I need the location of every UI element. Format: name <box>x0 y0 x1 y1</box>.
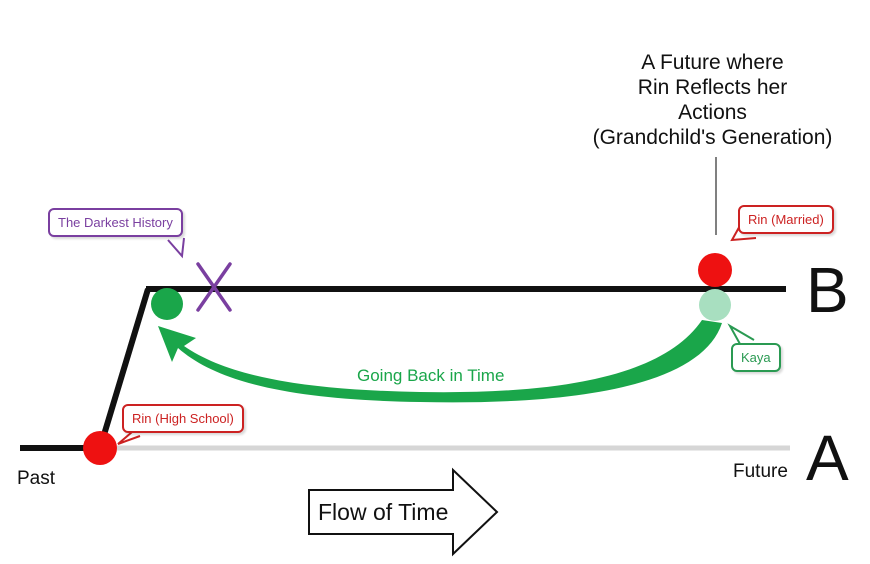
rin-high-school-callout: Rin (High School) <box>122 404 244 433</box>
kaya-origin-dot <box>699 289 731 321</box>
rin-high-school-dot <box>83 431 117 465</box>
future-label: Future <box>733 461 788 482</box>
rin-married-dot <box>698 253 732 287</box>
flow-of-time-label: Flow of Time <box>318 499 449 525</box>
going-back-arrow <box>158 320 722 403</box>
kaya-arrival-dot <box>151 288 183 320</box>
rin-married-callout: Rin (Married) <box>738 205 834 234</box>
going-back-label: Going Back in Time <box>357 366 505 385</box>
darkest-history-callout: The Darkest History <box>48 208 183 237</box>
rin-high-school-tail <box>117 431 141 445</box>
future-note-line-4: (Grandchild's Generation) <box>592 126 833 149</box>
kaya-callout: Kaya <box>731 343 781 372</box>
future-note: A Future where Rin Reflects her Actions … <box>580 50 845 150</box>
future-note-line-2: Rin Reflects her <box>637 76 788 99</box>
timeline-branch <box>97 288 151 449</box>
future-note-line-3: Actions <box>678 101 747 124</box>
future-note-line-1: A Future where <box>641 51 784 74</box>
flow-of-time-arrow <box>308 467 499 557</box>
timeline-a-label: A <box>806 422 849 494</box>
darkest-history-tail <box>167 237 185 259</box>
past-label: Past <box>17 468 56 489</box>
kaya-tail <box>727 323 755 345</box>
darkest-history-x-mark <box>196 262 232 312</box>
timeline-b-label: B <box>806 254 849 326</box>
